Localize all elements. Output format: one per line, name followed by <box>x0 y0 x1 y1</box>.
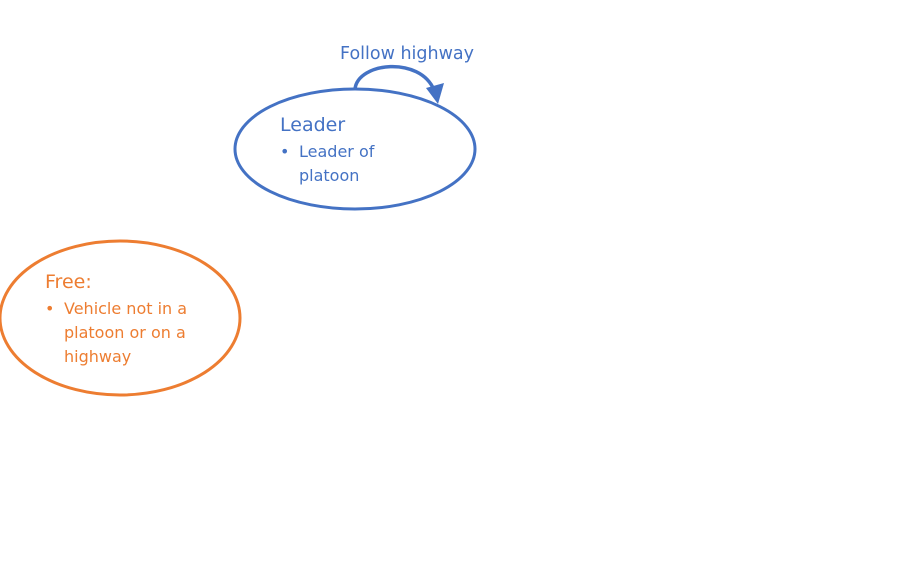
follow-highway-loop-arrow <box>353 64 436 91</box>
leader-state-description: Leader of platoon <box>280 140 400 188</box>
leader-state-title: Leader <box>280 114 346 136</box>
free-state-description: Vehicle not in a platoon or on a highway <box>45 297 205 369</box>
free-state-bullet: Vehicle not in a platoon or on a highway <box>45 297 205 369</box>
free-state-title: Free: <box>45 271 92 293</box>
follow-highway-label: Follow highway <box>340 44 475 64</box>
leader-state-bullet: Leader of platoon <box>280 140 400 188</box>
follow-highway-arrowhead <box>426 83 444 104</box>
free-state-ellipse <box>0 239 242 397</box>
